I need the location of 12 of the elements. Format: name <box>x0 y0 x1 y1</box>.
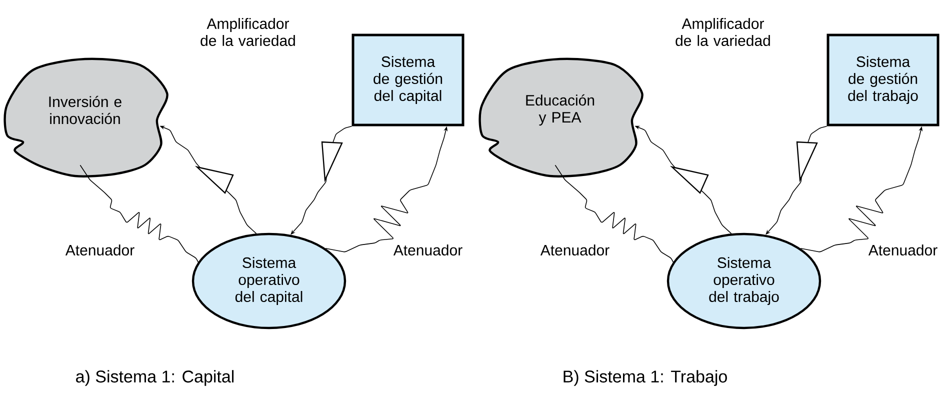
annotation-label: Atenuador <box>539 244 611 257</box>
annotation-label: Amplificador de la variedad <box>667 17 779 47</box>
annotation-label: Atenuador <box>64 244 136 257</box>
system-box: Sistema de gestión del trabajo <box>826 34 940 126</box>
attenuator-line <box>554 164 674 262</box>
annotation-label: Amplificador de la variedad <box>192 17 304 47</box>
attenuator-line <box>80 164 199 262</box>
caption: a) Sistema 1: Capital <box>74 369 236 387</box>
system-box: Sistema de gestión del capital <box>352 34 464 126</box>
annotation-label: Atenuador <box>867 244 939 257</box>
annotation-label: Atenuador <box>392 244 464 257</box>
caption: B) Sistema 1: Trabajo <box>561 369 729 387</box>
